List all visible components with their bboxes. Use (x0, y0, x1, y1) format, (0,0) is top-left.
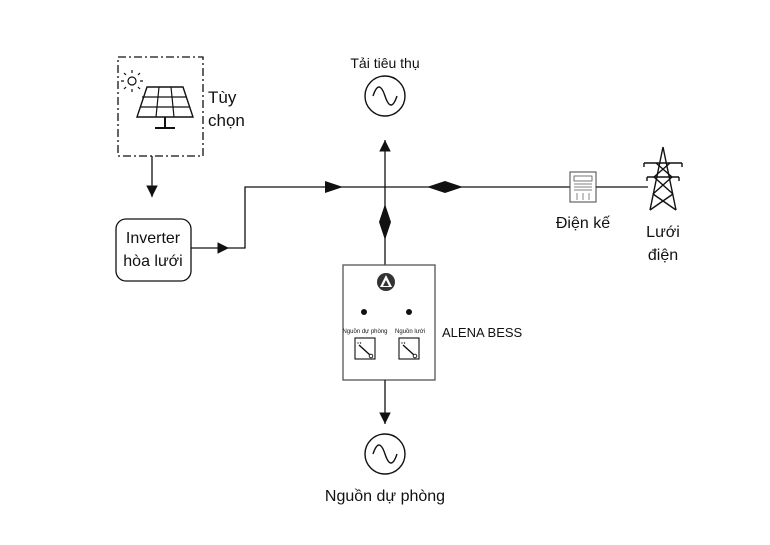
alena-logo-icon (377, 273, 395, 291)
bess-arrow-down (379, 222, 391, 240)
load-label: Tải tiêu thụ (350, 55, 419, 71)
grid-block: Lưới điện (643, 146, 683, 264)
optional-label-line1: Tùy (208, 88, 237, 107)
meter-label: Điện kế (556, 215, 610, 232)
bus-arrow-head (325, 181, 343, 193)
bidirectional-arrow-right (445, 181, 463, 193)
bidirectional-arrow-left (427, 181, 445, 193)
switch-backup-label: Nguồn dự phòng (342, 329, 387, 335)
sun-icon (121, 70, 143, 92)
backup-block: Nguồn dự phòng (325, 433, 445, 505)
optional-label-line2: chọn (208, 111, 245, 130)
backup-label: Nguồn dự phòng (325, 488, 445, 505)
inverter-to-bus-line (229, 186, 385, 249)
grid-label-line2: điện (648, 247, 678, 264)
grid-label-line1: Lưới (646, 224, 680, 241)
ac-source-icon (364, 75, 406, 117)
ac-source-icon (364, 433, 406, 475)
rotary-switch-icon (354, 337, 376, 360)
switch-grid-label: Nguồn lưới (395, 329, 425, 335)
inverter-box (115, 218, 192, 282)
bess-cabinet: Nguồn dự phòng Nguồn lưới (342, 264, 436, 381)
meter-block: Điện kế (556, 171, 610, 232)
transmission-tower-icon (643, 146, 683, 211)
bess-label: ALENA BESS (442, 325, 523, 340)
rotary-switch-icon (398, 337, 420, 360)
indicator-light-right (406, 309, 412, 315)
inverter-label-line1: Inverter (126, 230, 181, 247)
bess-arrow-up (379, 204, 391, 222)
electric-meter-icon (569, 171, 597, 203)
optional-solar-group: Tùy chọn (117, 56, 245, 157)
load-block: Tải tiêu thụ (350, 55, 420, 117)
inverter-label-line2: hòa lưới (123, 253, 182, 270)
solar-panel-icon (136, 86, 194, 129)
inverter-block: Inverter hòa lưới (115, 218, 192, 282)
optional-dashed-box (117, 56, 204, 157)
indicator-light-left (361, 309, 367, 315)
